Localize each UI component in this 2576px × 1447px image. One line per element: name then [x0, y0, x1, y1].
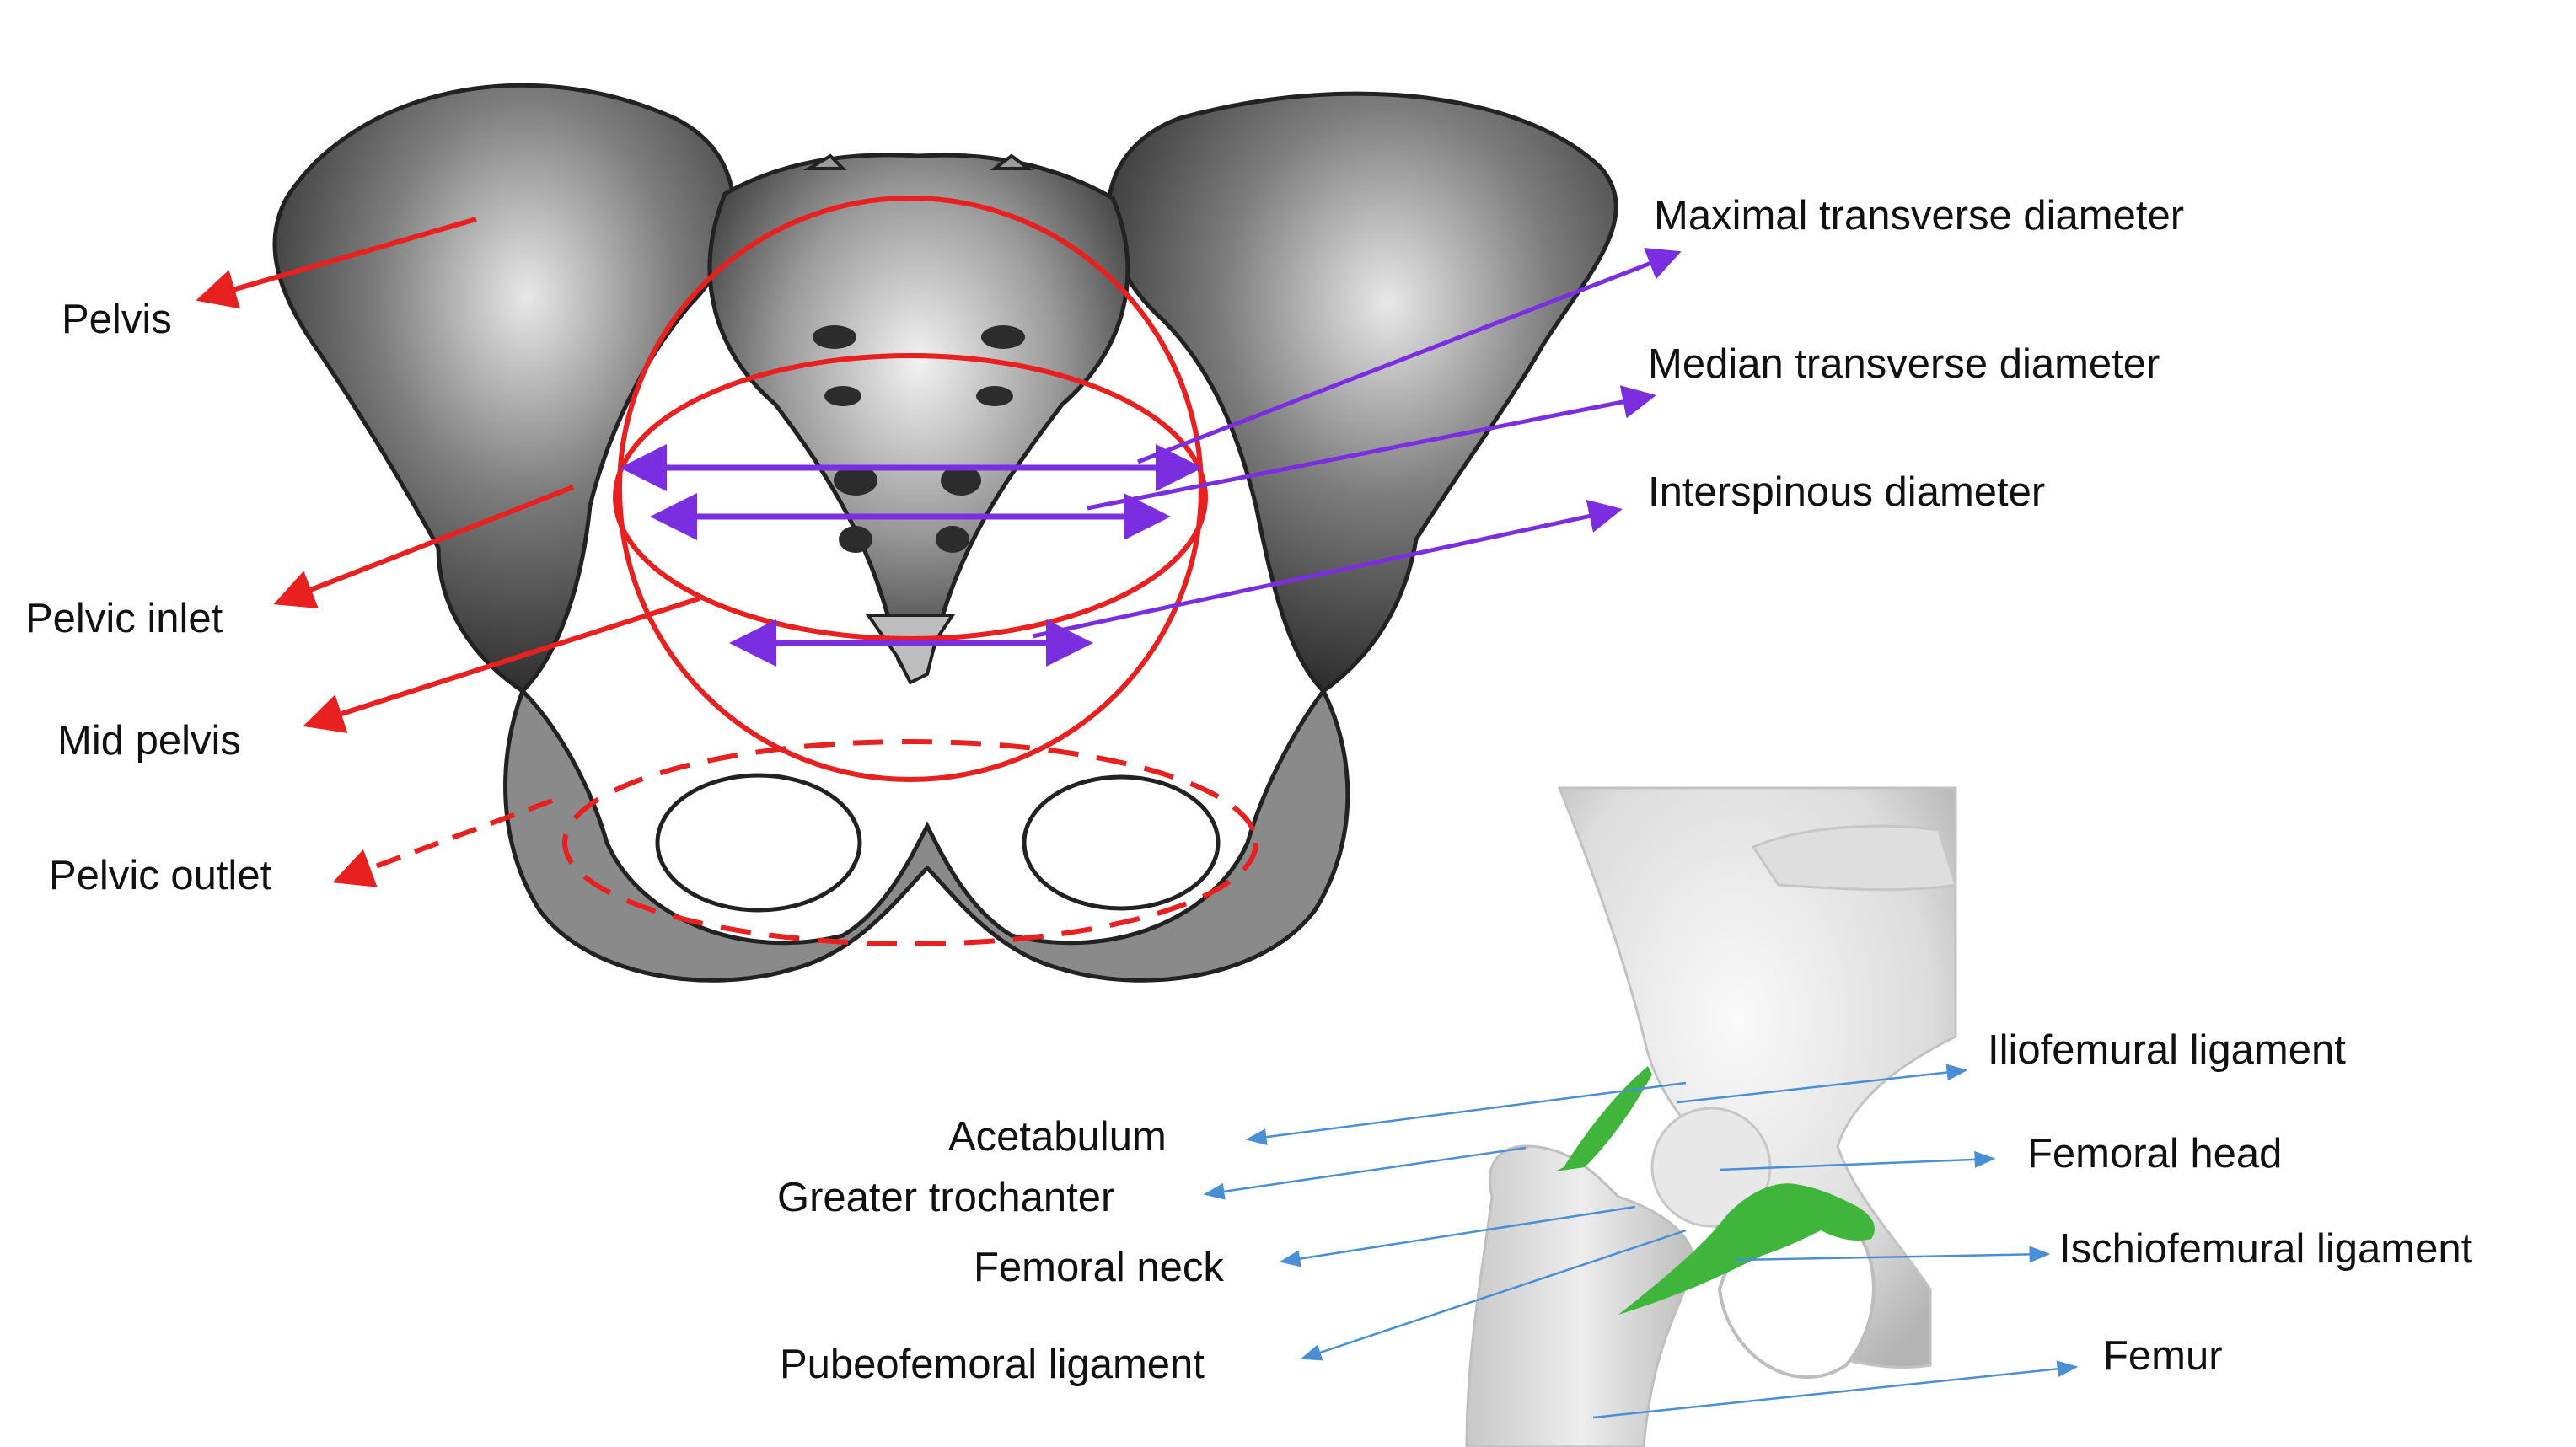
- ischiofemural-ligament: [1618, 1183, 1875, 1315]
- femoral-head-label: Femoral head: [2027, 1131, 2282, 1176]
- lumbar-spinous-processes: [802, 153, 1033, 170]
- coccyx: [865, 614, 956, 685]
- mid-pelvis-label: Mid pelvis: [57, 718, 241, 764]
- interspinous-leader: [1032, 499, 1623, 639]
- maximal-transverse-diameter-label: Maximal transverse diameter: [1654, 193, 2184, 238]
- acetabulum-leader: [1245, 1081, 1687, 1146]
- femoral-neck-leader: [1279, 1205, 1636, 1267]
- pubeofemoral-ligament-label: Pubeofemoral ligament: [780, 1342, 1205, 1387]
- pelvic-outlet-ellipse: [562, 739, 1258, 946]
- pelvic-inlet-leader: [273, 485, 575, 609]
- ischiofemural-ligament-label: Ischiofemural ligament: [2059, 1226, 2473, 1272]
- pubic-ring: [503, 687, 1350, 983]
- mid-pelvis-leader: [303, 596, 700, 733]
- median-transverse-leader: [1087, 385, 1656, 511]
- greater-trochanter-label: Greater trochanter: [777, 1175, 1114, 1220]
- ischiofemural-ligament-leader: [1736, 1246, 2051, 1263]
- femoral-head-leader: [1719, 1150, 1996, 1171]
- iliofemural-ligament-leader: [1677, 1064, 1968, 1104]
- pelvic-inlet-label: Pelvic inlet: [25, 596, 223, 641]
- greater-trochanter-leader: [1203, 1146, 1527, 1200]
- acetabulum-label: Acetabulum: [948, 1114, 1167, 1160]
- iliofemural-ligament-label: Iliofemural ligament: [1988, 1027, 2346, 1073]
- pelvic-outlet-label: Pelvic outlet: [49, 853, 272, 898]
- femur-label: Femur: [2103, 1333, 2223, 1379]
- femoral-neck-label: Femoral neck: [974, 1245, 1224, 1290]
- right-ilium: [1106, 91, 1618, 694]
- hip-joint-illustration: [1465, 786, 1957, 1447]
- left-obturator-foramen: [655, 773, 862, 913]
- interspinous-diameter-label: Interspinous diameter: [1648, 469, 2045, 515]
- pelvis-leader: [196, 217, 477, 309]
- left-ilium: [272, 83, 736, 694]
- iliofemural-ligament: [1555, 1066, 1652, 1171]
- femur-leader: [1592, 1360, 2079, 1419]
- hip-sacrum-segment: [1751, 824, 1957, 892]
- maximal-transverse-leader: [1137, 247, 1682, 464]
- pubeofemoral-ligament-leader: [1300, 1229, 1687, 1361]
- right-obturator-foramen: [1022, 774, 1221, 911]
- median-transverse-diameter-label: Median transverse diameter: [1648, 341, 2160, 387]
- pelvis-label: Pelvis: [62, 297, 172, 342]
